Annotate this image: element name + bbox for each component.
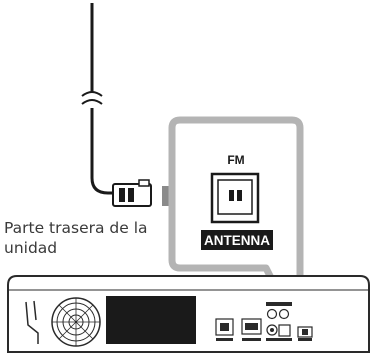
power-cord xyxy=(25,300,39,344)
speaker-terminal-block xyxy=(106,296,196,344)
jack-top-label: FM xyxy=(227,153,244,167)
fm-antenna-jack: FM ANTENNA xyxy=(201,153,273,250)
jack-bottom-label: ANTENNA xyxy=(204,233,270,248)
rear-connectors xyxy=(215,302,313,341)
antenna-wire xyxy=(81,3,114,195)
caption-line-1: Parte trasera de la xyxy=(4,219,148,237)
caption-line-2: unidad xyxy=(4,239,58,257)
cooling-fan xyxy=(51,297,101,347)
unit-rear-panel xyxy=(7,275,370,353)
unit-rear-caption: Parte trasera de la unidad xyxy=(4,218,164,258)
antenna-plug xyxy=(112,179,152,207)
callout-box xyxy=(168,116,304,340)
